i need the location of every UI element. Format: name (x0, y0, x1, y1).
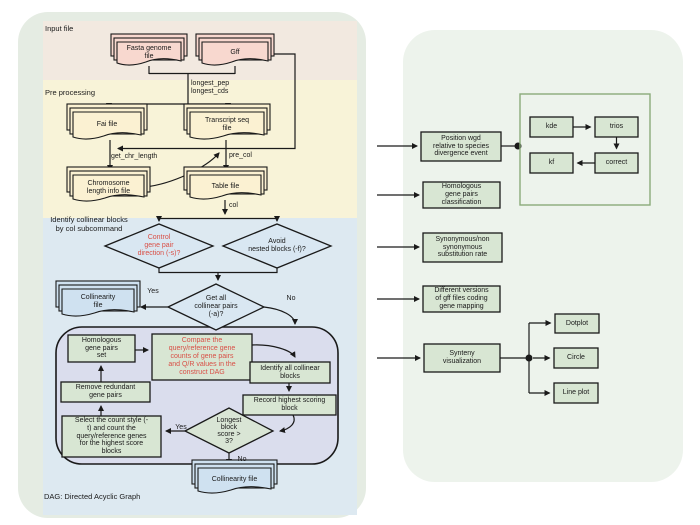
input-section-title: Input file (45, 24, 74, 33)
select-style-box (61, 415, 162, 458)
fasta-genome-file-shape (110, 33, 188, 66)
fai-file-label: Fai file (96, 121, 118, 129)
junction-dot-plots (525, 354, 533, 362)
substitution-rate-label: Synonymous/non synonymous substitution r… (435, 235, 490, 259)
dag-footnote: DAG: Directed Acyclic Graph (44, 492, 141, 501)
gff-versions-box (422, 285, 501, 313)
correct-box (594, 152, 639, 174)
avoid-nested-diamond (221, 223, 333, 269)
yes-label-b: Yes (175, 423, 187, 431)
kf-label: kf (548, 159, 555, 167)
col-label: col (229, 202, 238, 209)
identify-section-title: Identify collinear blocks by col subcomm… (50, 215, 128, 233)
correct-label: correct (605, 159, 628, 167)
position-wgd-label: Position wgd relative to species diverge… (432, 134, 490, 158)
collinearity-file-b-shape (191, 459, 278, 494)
fasta-genome-file-label: Fasta genome file (126, 45, 172, 60)
compare-dag-box (151, 333, 253, 381)
avoid-nested-label: Avoid nested blocks (-f)? (248, 238, 306, 253)
gff-versions-label: Different versions of gff files coding g… (434, 287, 489, 310)
longest-block-diamond (183, 407, 275, 454)
gff-file-shape (195, 33, 275, 66)
yes-label-a: Yes (147, 287, 159, 295)
circle-box (553, 347, 599, 369)
trios-box (594, 116, 639, 138)
no-label-b: No (237, 455, 247, 463)
no-label-a: No (286, 294, 296, 302)
transcript-seq-file-label: Transcript seq file (204, 117, 250, 132)
chromosome-length-file-shape (66, 166, 151, 202)
gff-file-label: Gff (230, 49, 240, 57)
collinearity-file-a-shape (55, 280, 141, 317)
collinearity-file-b-label: Collinearity file (211, 476, 258, 484)
remove-redundant-box (60, 381, 151, 403)
homologous-set-box (67, 334, 136, 363)
circle-label: Circle (567, 354, 585, 362)
substitution-rate-box (422, 232, 503, 263)
record-block-label: Record highest scoring block (253, 397, 326, 412)
pre-col-label: pre_col (229, 152, 252, 159)
get-chr-length-label: get_chr_length (111, 153, 158, 160)
record-block-box (242, 394, 337, 416)
kde-box (529, 116, 574, 138)
longest-block-label: Longest block score > 3? (216, 416, 242, 446)
kde-label: kde (545, 123, 558, 131)
decision-diamonds (103, 223, 333, 454)
chromosome-length-file-label: Chromosome length info file (86, 179, 131, 195)
lineplot-label: Line plot (562, 389, 590, 397)
control-direction-label: Control gene pair direction (-s)? (137, 234, 181, 257)
wgd-subcommands-box (519, 93, 651, 206)
edge-gff-side (117, 53, 296, 152)
get-all-pairs-diamond (166, 283, 266, 331)
identify-blocks-box (249, 361, 331, 384)
control-direction-diamond (103, 223, 215, 269)
edge-compare-identify (251, 344, 296, 358)
longest-pep-cds-label: longest_pep longest_cds (191, 80, 230, 96)
homologous-set-label: Homologous gene pairs set (81, 336, 122, 360)
synteny-visualization-box (423, 343, 501, 373)
dotplot-box (554, 313, 600, 334)
process-boxes (60, 116, 639, 458)
table-file-label: Table file (211, 182, 240, 190)
transcript-seq-file-shape (183, 103, 271, 140)
homologous-classification-box (422, 181, 501, 209)
select-style-label: Select the count style (- t) and count t… (74, 416, 149, 456)
identify-blocks-label: Identify all collinear blocks (260, 364, 320, 380)
homologous-classification-label: Homologous gene pairs classification (441, 183, 482, 206)
compare-dag-label: Compare the query/reference gene counts … (168, 337, 236, 376)
preprocessing-section-title: Pre processing (45, 88, 96, 97)
get-all-pairs-label: Get all collinear pairs (-a)? (194, 295, 238, 318)
position-wgd-box (420, 131, 502, 162)
trios-label: trios (609, 123, 624, 131)
synteny-visualization-label: Synteny visualization (442, 350, 482, 365)
fai-file-shape (66, 103, 148, 140)
dotplot-label: Dotplot (565, 319, 589, 327)
collinearity-file-a-label: Collinearity file (80, 294, 116, 309)
document-stacks (55, 33, 278, 494)
connector-arrows (98, 53, 620, 465)
kf-box (529, 152, 574, 174)
table-file-shape (183, 166, 268, 200)
lineplot-box (553, 382, 599, 404)
edge-no-to-dag (263, 306, 298, 325)
edge-record-longest (279, 414, 295, 433)
remove-redundant-label: Remove redundant gene pairs (75, 384, 136, 399)
